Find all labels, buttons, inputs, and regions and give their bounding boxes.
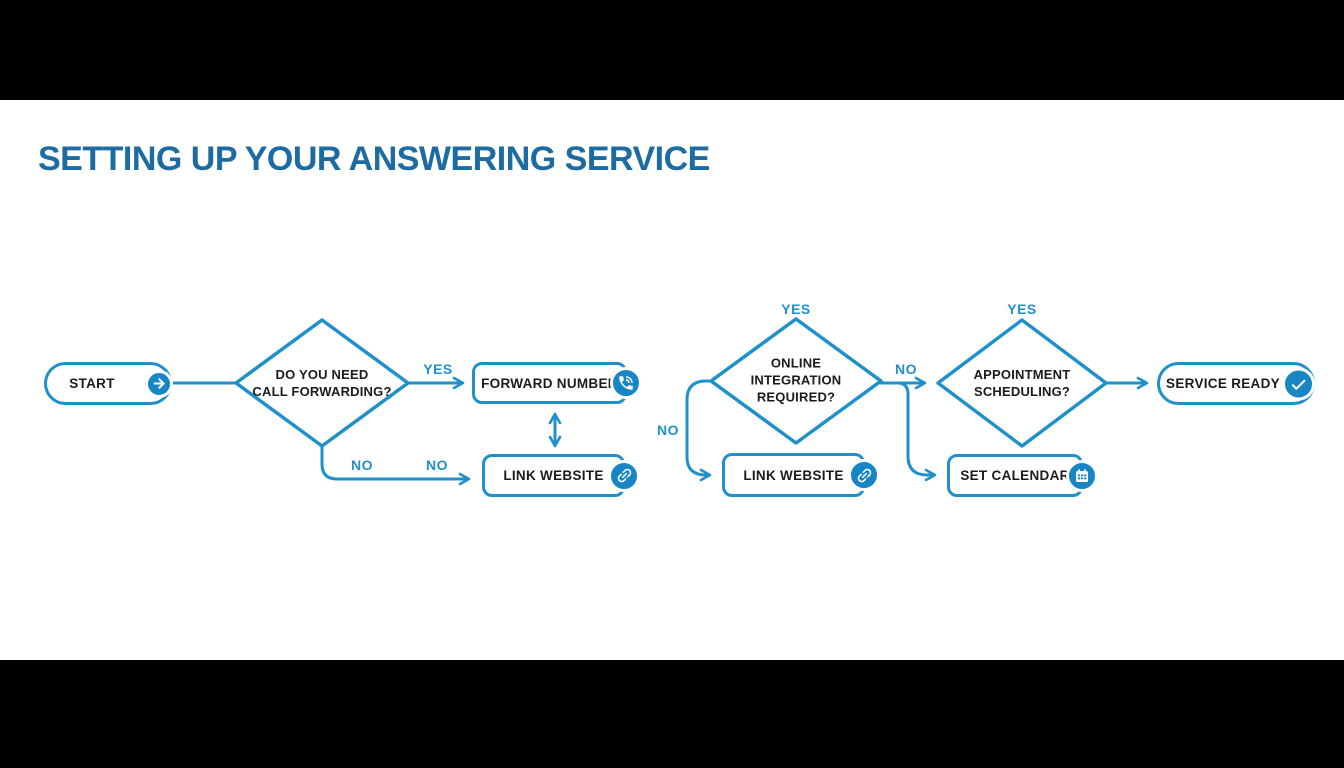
edge-label-yes-call-forwarding: YES bbox=[423, 361, 453, 377]
edge-label-yes-online-integration: YES bbox=[781, 301, 811, 317]
edge-label-no-call-forwarding-2: NO bbox=[426, 457, 448, 473]
service-ready-node: SERVICE READY bbox=[1157, 362, 1315, 405]
forward-number-node: FORWARD NUMBER bbox=[472, 362, 642, 404]
flowchart-connectors bbox=[170, 317, 1149, 486]
start-node: START bbox=[44, 362, 173, 405]
decision-call-forwarding-label: DO YOU NEED CALL FORWARDING? bbox=[252, 367, 392, 399]
slide-canvas: SETTING UP YOUR ANSWERING SERVICE START … bbox=[0, 100, 1344, 660]
edge-decision2-no-to-link-website2 bbox=[685, 379, 713, 482]
page-title: SETTING UP YOUR ANSWERING SERVICE bbox=[38, 140, 710, 178]
service-ready-label: SERVICE READY bbox=[1166, 376, 1280, 391]
decision-appointment-scheduling-shape bbox=[936, 318, 1108, 448]
set-calendar-node: SET CALENDAR bbox=[947, 454, 1098, 497]
edge-label-no-online-integration: NO bbox=[657, 422, 679, 438]
decision-online-integration-label: ONLINE INTEGRATION REQUIRED? bbox=[750, 355, 842, 405]
edge-decision1-no-to-link-website bbox=[320, 444, 471, 486]
edge-branch-to-set-calendar bbox=[897, 381, 937, 482]
decision-call-forwarding-shape bbox=[234, 318, 410, 448]
link-icon bbox=[608, 459, 640, 492]
check-icon bbox=[1282, 367, 1315, 400]
link-website-1-node: LINK WEBSITE bbox=[482, 454, 640, 497]
phone-icon bbox=[610, 367, 642, 399]
link-website-2-node: LINK WEBSITE bbox=[722, 453, 880, 497]
set-calendar-label: SET CALENDAR bbox=[960, 468, 1070, 483]
edge-label-no-call-forwarding-1: NO bbox=[351, 457, 373, 473]
forward-number-label: FORWARD NUMBER bbox=[481, 375, 618, 391]
decision-online-integration-shape bbox=[709, 317, 883, 445]
start-label: START bbox=[69, 376, 115, 391]
edge-label-yes-appointment: YES bbox=[1007, 301, 1037, 317]
link-icon bbox=[848, 459, 880, 491]
link-website-1-label: LINK WEBSITE bbox=[503, 468, 604, 483]
calendar-icon bbox=[1066, 459, 1098, 492]
edge-label-no-to-appointment: NO bbox=[895, 361, 917, 377]
link-website-2-label: LINK WEBSITE bbox=[743, 467, 844, 483]
decision-appointment-scheduling-label: APPOINTMENT SCHEDULING? bbox=[973, 367, 1071, 399]
arrow-right-icon bbox=[145, 369, 173, 398]
